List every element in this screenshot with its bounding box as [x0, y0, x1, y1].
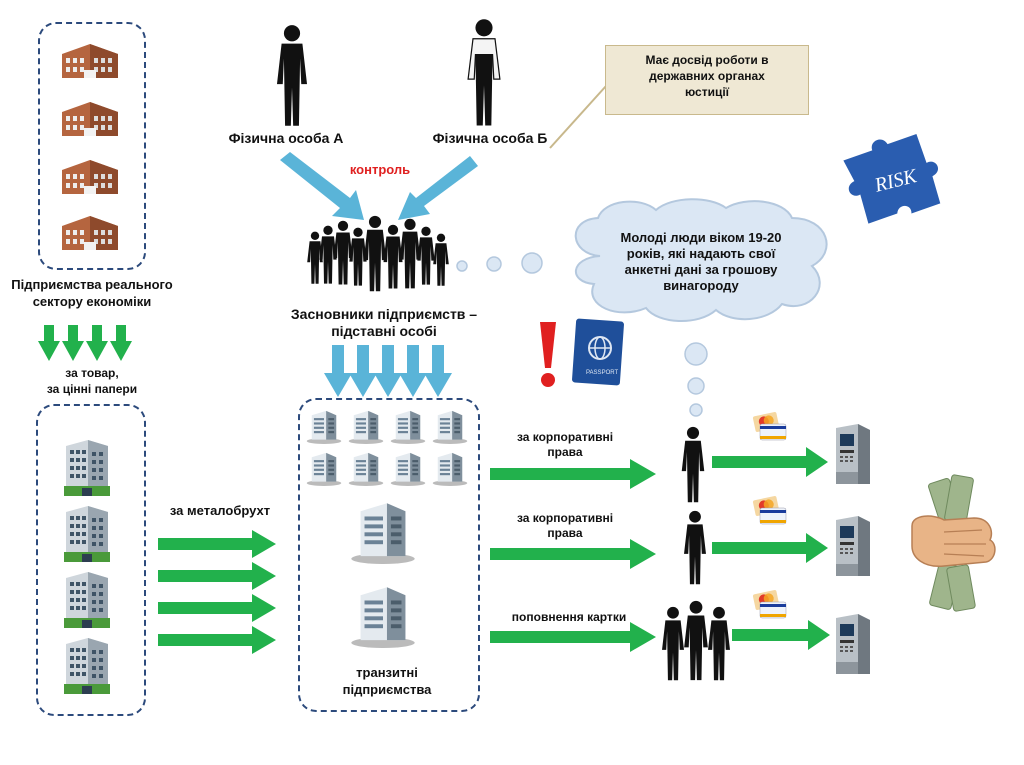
founders-label-line1: Засновники підприємств – [290, 306, 478, 322]
thought-dots [456, 252, 543, 274]
real-sector-building-icon [60, 40, 120, 80]
transit-label: транзитні підприємства [300, 664, 474, 698]
payment-card-icon [752, 590, 788, 620]
justice-experience-note: Має досвід роботи в державних органах юс… [605, 45, 809, 115]
atm-icon [832, 612, 872, 676]
cash-arrow [732, 620, 830, 650]
cloud-text-line4: винагороду [663, 278, 739, 293]
flow-label-line2: права [547, 445, 583, 459]
atm-icon [832, 514, 872, 578]
real-sector-group [38, 22, 146, 270]
atm-icon [832, 422, 872, 486]
cash-arrow [712, 533, 828, 563]
office-icon [432, 450, 468, 486]
office-icon [348, 450, 384, 486]
office-icon [306, 408, 342, 444]
scrap-arrows [158, 530, 276, 654]
flow-label-line1: поповнення картки [511, 610, 627, 624]
office-icon [390, 408, 426, 444]
cloud-text: Молоді люди віком 19-20 років, які надаю… [586, 230, 816, 294]
founders-crowd-icon [307, 215, 449, 292]
real-sector-building-icon [60, 98, 120, 138]
founders-down-arrows [324, 345, 452, 397]
enterprise-building-icon [62, 438, 112, 498]
office-icon [390, 450, 426, 486]
cloud-text-line3: анкетні дані за грошову [624, 262, 778, 277]
person-b-icon [467, 19, 501, 126]
cloud-text-line2: років, які надають свої [626, 246, 776, 261]
office-icon [432, 408, 468, 444]
person-a-icon [270, 24, 314, 128]
flow-label: поповнення картки [494, 610, 644, 625]
person-icon [680, 426, 706, 504]
flow-label-line1: за корпоративні [516, 511, 614, 525]
flow-arrow [490, 459, 656, 489]
thought-cloud [574, 198, 828, 322]
office-large-icon [350, 498, 416, 564]
note-connector [549, 85, 607, 149]
note-line3: юстиції [684, 85, 730, 99]
real-sector-label-line2: сектору економіки [32, 294, 152, 309]
enterprise-group [36, 404, 146, 716]
note-line1: Має досвід роботи в [645, 53, 769, 67]
flow-arrow [490, 539, 656, 569]
exclamation-icon [540, 322, 556, 387]
person-b-label: Фізична особа Б [432, 130, 548, 146]
transit-group [298, 398, 480, 712]
control-arrows [280, 152, 478, 220]
payment-card-icon [752, 496, 788, 526]
cash-arrow [712, 447, 828, 477]
founders-label: Засновники підприємств – підставні особі [264, 306, 504, 340]
enterprise-building-icon [62, 504, 112, 564]
flow-arrow [490, 622, 656, 652]
enterprise-building-icon [62, 570, 112, 630]
fist-with-money-icon [911, 474, 996, 612]
group-of-people-icon [662, 600, 730, 681]
control-label: контроль [349, 162, 411, 177]
office-icon [306, 450, 342, 486]
person-a-label: Фізична особа А [228, 130, 344, 146]
flow-label-line2: права [547, 526, 583, 540]
real-sector-label-line1: Підприємства реального [11, 277, 173, 292]
office-icon [348, 408, 384, 444]
flow-label: за корпоративні права [490, 430, 640, 460]
goods-arrow-label: за товар, за цінні папери [24, 365, 160, 397]
cloud-text-line1: Молоді люди віком 19-20 [620, 230, 782, 245]
real-sector-label: Підприємства реального сектору економіки [0, 276, 184, 310]
flow-label: за корпоративні права [490, 511, 640, 541]
risk-puzzle-icon: RISK [843, 134, 941, 224]
goods-arrow-label-line1: за товар, [65, 366, 119, 380]
note-line2: державних органах [649, 69, 765, 83]
real-sector-building-icon [60, 212, 120, 252]
passport-icon: PASSPORT [572, 318, 624, 386]
founders-label-line2: підставні особі [331, 323, 437, 339]
cloud-dots [684, 342, 708, 417]
office-large-icon [350, 582, 416, 648]
enterprise-building-icon [62, 636, 112, 696]
goods-arrow-label-line2: за цінні папери [46, 382, 138, 396]
real-sector-building-icon [60, 156, 120, 196]
flow-label-line1: за корпоративні [516, 430, 614, 444]
person-icon [682, 510, 708, 586]
passport-text: PASSPORT [586, 370, 618, 376]
payment-card-icon [752, 412, 788, 442]
transit-label-line2: підприємства [342, 682, 432, 697]
goods-down-arrows [38, 325, 132, 361]
scrap-label: за металобрухт [169, 503, 271, 518]
transit-label-line1: транзитні [356, 665, 418, 680]
